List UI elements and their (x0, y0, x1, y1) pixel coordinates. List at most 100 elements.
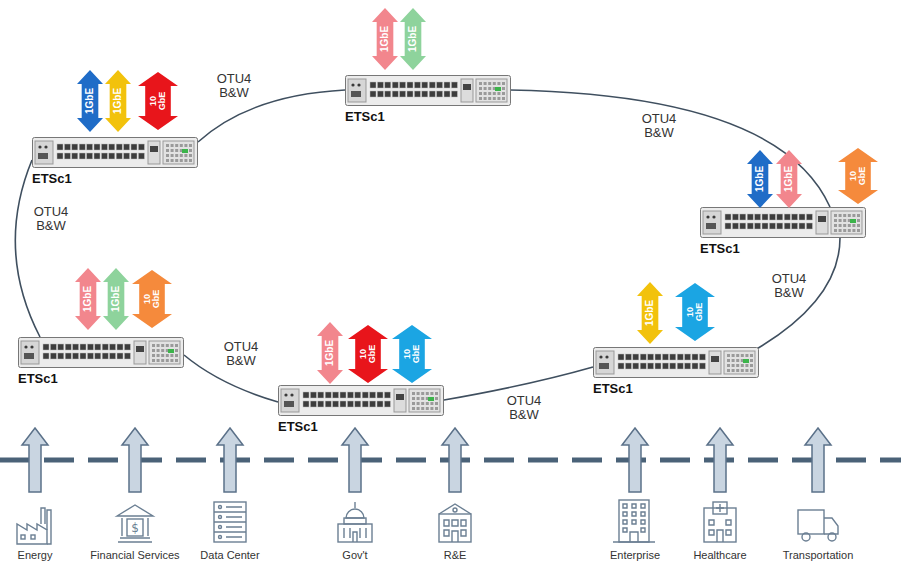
shape-part (110, 353, 116, 359)
shape-part (102, 353, 108, 359)
shape-part (422, 82, 428, 88)
shape-part (355, 392, 361, 398)
illustration-part (439, 504, 471, 542)
shape-part (502, 92, 505, 95)
shape-part (290, 393, 293, 396)
shape-part (124, 144, 130, 150)
shape-part (685, 363, 691, 369)
shape-part (325, 392, 331, 398)
shape-part (79, 144, 85, 150)
illustration-part (219, 536, 222, 539)
shape-part (348, 325, 388, 383)
shape-part (370, 401, 376, 407)
shape-part (857, 214, 860, 217)
shape-part (816, 211, 828, 234)
shape-part (400, 8, 426, 70)
shape-part (175, 154, 178, 157)
shape-part (741, 369, 744, 372)
shape-part (417, 392, 420, 395)
shape-part (727, 364, 730, 367)
shape-part (677, 363, 683, 369)
illustration-part (709, 520, 731, 535)
shape-part (412, 407, 415, 410)
traffic-arrow: 1GbE (400, 8, 426, 70)
shape-part (852, 224, 855, 227)
shape-part (134, 341, 146, 364)
shape-part (706, 215, 709, 218)
shape-part (175, 344, 178, 347)
shape-part (777, 223, 783, 229)
shape-part (437, 82, 443, 88)
shape-part (64, 144, 70, 150)
traffic-arrow: 1GbE (372, 8, 398, 70)
shape-part (377, 401, 383, 407)
illustration-part: $ (117, 505, 153, 542)
shape-part (429, 91, 435, 97)
shape-part (138, 144, 144, 150)
shape-part (38, 153, 48, 159)
link-label: OTU4 B&W (222, 340, 260, 369)
uplink-arrows (22, 428, 831, 492)
shape-part (745, 364, 748, 367)
traffic-arrow: 1GbE (637, 282, 663, 344)
shape-part (152, 359, 155, 362)
shape-part (182, 149, 188, 153)
illustration-part (824, 518, 838, 534)
shape-part (685, 354, 691, 360)
shape-part (175, 144, 178, 147)
shape-part (310, 401, 316, 407)
device-node: ETSc1 (32, 137, 198, 188)
illustration-part (623, 504, 645, 532)
device-chassis (345, 75, 511, 106)
shape-part (138, 72, 178, 130)
industry-label: Gov't (342, 549, 367, 561)
shape-part (333, 392, 339, 398)
shape-part (184, 144, 187, 147)
shape-part (400, 82, 406, 88)
shape-part (170, 354, 173, 357)
shape-part (618, 354, 624, 360)
shape-part (362, 401, 368, 407)
shape-part (784, 223, 790, 229)
traffic-arrow: 1GbE (103, 268, 129, 330)
shape-part (484, 82, 487, 85)
shape-part (479, 87, 482, 90)
shape-part (421, 397, 424, 400)
shape-part (745, 369, 748, 372)
shape-part (65, 344, 71, 350)
shape-part (57, 144, 63, 150)
rate-label: 10 GbE (149, 90, 167, 112)
illustration-part (31, 535, 35, 539)
shape-part (87, 153, 93, 159)
shape-part (303, 401, 309, 407)
shape-part (175, 349, 178, 352)
shape-part (741, 364, 744, 367)
shape-part (732, 369, 735, 372)
industry-label: Healthcare (693, 549, 746, 561)
shape-part (848, 214, 851, 217)
shape-part (161, 354, 164, 357)
shape-part (184, 154, 187, 157)
illustration-part (828, 533, 836, 541)
shape-part (157, 359, 160, 362)
device-node: ETSc1 (18, 337, 184, 388)
shape-part (189, 149, 192, 152)
rate-label: 1GbE (645, 293, 655, 333)
shape-part (843, 214, 846, 217)
shape-part (497, 82, 500, 85)
illustration-part (122, 428, 148, 492)
shape-part (72, 153, 78, 159)
shape-part (166, 144, 169, 147)
shape-part (73, 353, 79, 359)
shape-part (670, 354, 676, 360)
shape-part (857, 224, 860, 227)
shape-part (124, 353, 130, 359)
industry-label: Financial Services (90, 549, 179, 561)
shape-part (711, 356, 719, 362)
shape-part (497, 92, 500, 95)
shape-part (732, 354, 735, 357)
shape-part (740, 214, 746, 220)
illustration-part (117, 505, 153, 516)
illustration-part (214, 502, 246, 542)
shape-part (318, 401, 324, 407)
